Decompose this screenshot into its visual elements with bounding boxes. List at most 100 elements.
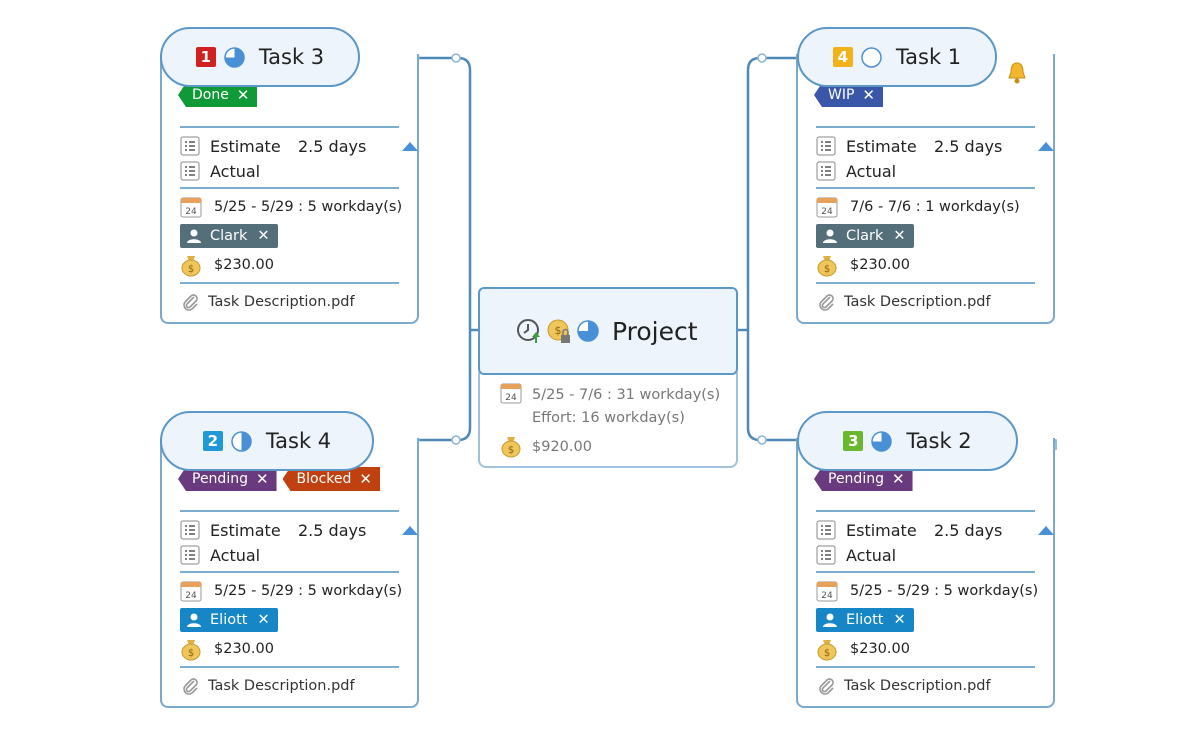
remove-resource-icon[interactable]: ✕ [257,228,270,244]
tag-label: WIP [828,87,855,103]
tag-list: WIP ✕ [814,83,883,107]
svg-text:$: $ [824,648,830,659]
estimate-value: 2.5 days [934,520,1003,540]
svg-text:$: $ [824,264,830,275]
actual-label: Actual [846,545,897,565]
money-bag-icon: $ [181,640,201,661]
calendar-icon: 24 [500,383,522,404]
actual-label: Actual [210,161,261,181]
svg-text:24: 24 [505,393,517,403]
tag-label: Pending [192,471,248,487]
attachment-name: Task Description.pdf [208,678,355,694]
remove-tag-icon[interactable]: ✕ [862,86,875,104]
estimate-value: 2.5 days [298,520,367,540]
collapse-arrow-icon[interactable] [402,142,418,151]
priority-badge: 4 [832,47,853,67]
cost: $230.00 [214,641,274,657]
tag[interactable]: Pending ✕ [814,467,913,491]
tag[interactable]: Done ✕ [178,83,258,107]
root-cost: $920.00 [532,439,592,455]
cost: $230.00 [850,257,910,273]
estimate-value: 2.5 days [298,136,367,156]
resource-chip[interactable]: Clark ✕ [816,224,914,248]
priority-badge: 2 [202,431,223,451]
collapse-arrow-icon[interactable] [402,526,418,535]
task-node-task1[interactable]: 4 Task 1 [797,27,997,87]
svg-text:$: $ [508,445,514,456]
svg-text:24: 24 [185,591,197,601]
svg-text:$: $ [188,264,194,275]
estimate-label: Estimate [210,136,281,156]
actual-label: Actual [846,161,897,181]
collapse-arrow-icon[interactable] [1038,526,1054,535]
svg-text:$: $ [188,648,194,659]
tag-label: Pending [828,471,884,487]
resource-name: Clark [846,228,884,244]
person-icon [823,229,837,243]
remove-tag-icon[interactable]: ✕ [891,470,905,488]
money-bag-icon: $ [817,640,837,661]
resource-chip[interactable]: Eliott ✕ [180,608,278,632]
money-lock-icon: $ [547,319,570,343]
tag[interactable]: Blocked✕ [282,467,380,491]
attachment[interactable]: Task Description.pdf [180,292,355,312]
tag-label: Done [192,87,229,103]
task-title: Task 3 [258,45,325,69]
clock-up-icon [517,319,540,343]
list-icon [180,161,200,181]
paperclip-icon [819,294,834,311]
progress-icon [224,46,245,68]
connector-dot [757,53,767,63]
svg-text:24: 24 [821,591,833,601]
remove-tag-icon[interactable]: ✕ [255,470,269,488]
remove-tag-icon[interactable]: ✕ [359,470,372,488]
actual-label: Actual [210,545,261,565]
estimate-label: Estimate [846,136,917,156]
task-title: Task 1 [895,45,962,69]
list-icon [180,136,200,156]
root-node[interactable]: $ Project [478,287,738,375]
calendar-icon: 24 [180,197,202,218]
attachment[interactable]: Task Description.pdf [180,676,355,696]
root-title: Project [612,316,698,346]
cost: $230.00 [214,257,274,273]
attachment[interactable]: Task Description.pdf [816,292,991,312]
tag[interactable]: WIP ✕ [814,83,883,107]
bell-icon[interactable] [1006,61,1028,85]
remove-resource-icon[interactable]: ✕ [893,612,906,628]
root-details-card: 24 5/25 - 7/6 : 31 workday(s) Effort: 16… [478,372,738,468]
collapse-arrow-icon[interactable] [1038,142,1054,151]
resource-chip[interactable]: Clark ✕ [180,224,278,248]
progress-icon [861,46,882,68]
list-icon [816,545,836,565]
money-bag-icon: $ [817,256,837,277]
date-range: 5/25 - 5/29 : 5 workday(s) [850,583,1039,599]
list-icon [180,545,200,565]
resource-name: Eliott [210,612,248,628]
connector-task1 [746,56,797,71]
list-icon [816,161,836,181]
remove-tag-icon[interactable]: ✕ [236,86,250,104]
calendar-icon: 24 [180,581,202,602]
task-title: Task 2 [906,429,972,453]
estimate-value: 2.5 days [934,136,1003,156]
attachment[interactable]: Task Description.pdf [816,676,991,696]
tag[interactable]: Pending ✕ [178,467,277,491]
progress-icon [231,430,252,452]
date-range: 7/6 - 7/6 : 1 workday(s) [850,199,1020,215]
svg-text:24: 24 [821,207,833,217]
date-range: 5/25 - 5/29 : 5 workday(s) [214,583,403,599]
remove-resource-icon[interactable]: ✕ [257,612,270,628]
resource-chip[interactable]: Eliott✕ [816,608,914,632]
root-effort: Effort: 16 workday(s) [532,410,685,426]
progress-icon [871,430,893,452]
list-icon [816,520,836,540]
remove-resource-icon[interactable]: ✕ [893,228,906,244]
resource-name: Clark [210,228,248,244]
